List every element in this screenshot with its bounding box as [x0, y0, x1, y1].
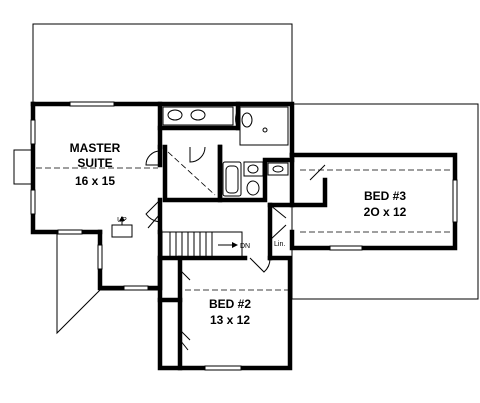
bed2-label: BED #2 [209, 297, 251, 311]
linen-label: Lin. [274, 241, 285, 248]
fixtures [162, 106, 289, 197]
bed3-label: BED #3 [364, 189, 406, 203]
roof-lines [13, 23, 479, 335]
bed2-size: 13 x 12 [210, 313, 250, 327]
stairs [111, 216, 243, 259]
windows [30, 101, 458, 371]
master-suite-label-2: SUITE [77, 156, 112, 170]
interior-walls [157, 101, 328, 371]
ceiling-lines [36, 151, 453, 291]
stair-down-label: DN [240, 243, 250, 250]
door-swings [145, 109, 326, 351]
master-suite-label-1: MASTER [70, 141, 121, 155]
bed3-size: 2O x 12 [364, 205, 407, 219]
stair-up-label: UP [117, 217, 127, 224]
room-labels: MASTER SUITE 16 x 15 BED #3 2O x 12 BED … [70, 141, 407, 327]
master-suite-size: 16 x 15 [75, 174, 115, 188]
